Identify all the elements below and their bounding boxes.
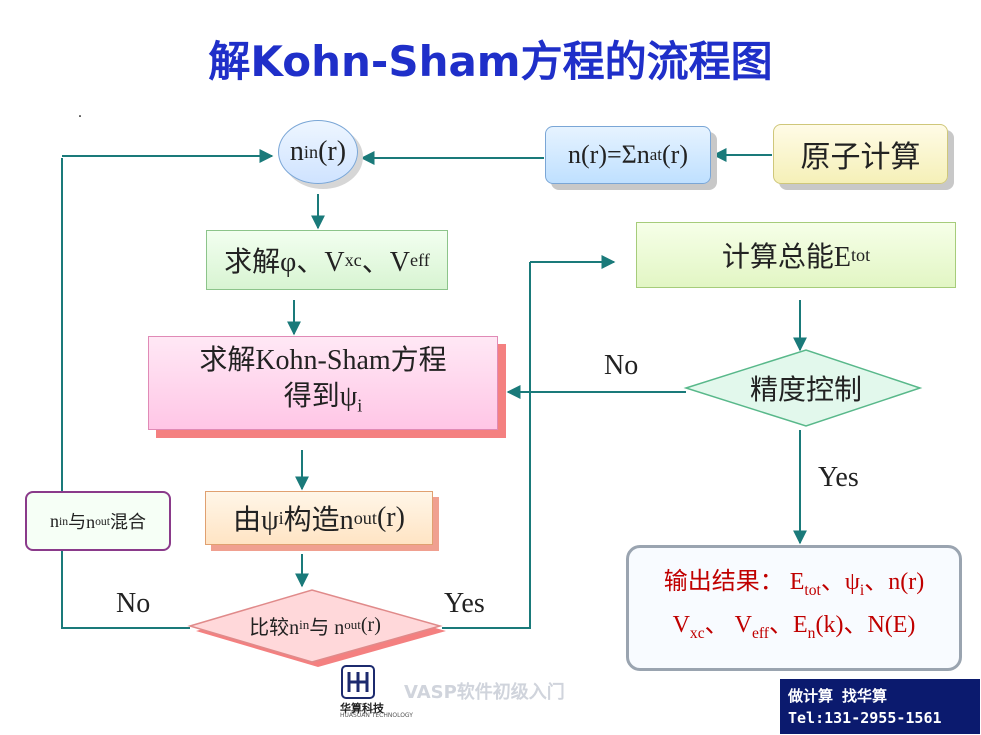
atom-calc-node: 原子计算 [773, 124, 948, 184]
contact-slogan: 做计算 找华算 [788, 687, 888, 705]
course-title: VASP软件初级入门 [404, 682, 565, 703]
bullet-dot: . [78, 104, 82, 121]
output-line2: Vxc、 Veff、En(k)、N(E) [672, 612, 916, 642]
compare-diamond [187, 589, 443, 663]
label-yes-precision: Yes [818, 462, 859, 493]
kohn-sham-line1: 求解Kohn-Sham方程 [199, 344, 447, 376]
label-no-compare: No [116, 588, 151, 619]
contact-phone: Tel:131-2955-1561 [788, 709, 942, 727]
kohn-sham-node: 求解Kohn-Sham方程 得到ψi [148, 336, 498, 430]
brand-name-en: HUASUAN TECHNOLOGY [340, 712, 413, 719]
precision-label: 精度控制 [749, 375, 862, 406]
yes-branch [442, 262, 531, 629]
label-yes-compare: Yes [444, 588, 485, 619]
contact-banner: 做计算 找华算 Tel:131-2955-1561 [780, 679, 980, 734]
loop-no-branch [61, 158, 190, 629]
brand-name: 华算科技 [340, 702, 384, 715]
precision-diamond [683, 349, 923, 427]
page-title: 解Kohn-Sham方程的流程图 [208, 37, 773, 86]
brand-logo-icon [341, 665, 375, 699]
kohn-sham-line2: 得到ψi [283, 380, 363, 416]
output-node: 输出结果： Etot、ψi、n(r) Vxc、 Veff、En(k)、N(E) [626, 545, 962, 671]
output-line1: 输出结果： Etot、ψi、n(r) [663, 569, 925, 599]
label-no-precision: No [604, 350, 639, 381]
